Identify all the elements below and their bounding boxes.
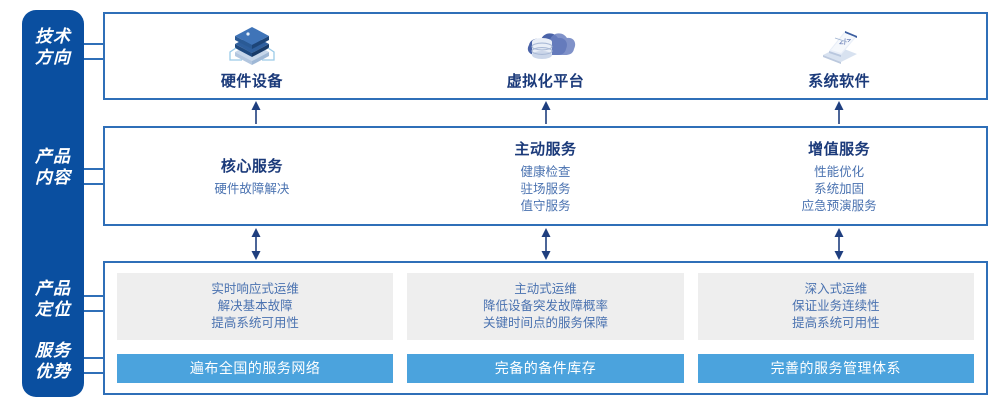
rail-label-line: 技术 xyxy=(35,27,71,46)
arrow-bidirectional-positioning-2 xyxy=(541,228,551,260)
positioning-card-line: 提高系统可用性 xyxy=(211,315,299,330)
server-stack-icon xyxy=(222,22,282,68)
positioning-card-line: 关键时间点的服务保障 xyxy=(482,315,608,330)
arrow-bidirectional-positioning-3 xyxy=(834,228,844,260)
positioning-card-line: 实时响应式运维 xyxy=(211,281,299,296)
content-column-item: 值守服务 xyxy=(520,198,571,213)
rail-label-line: 定位 xyxy=(35,300,71,319)
content-column-item: 健康检查 xyxy=(520,164,571,179)
content-column-proactive-service[interactable]: 主动服务 健康检查 驻场服务 值守服务 xyxy=(399,128,693,224)
tech-item-hardware[interactable]: 硬件设备 xyxy=(105,14,399,98)
content-column-core-service[interactable]: 核心服务 硬件故障解决 xyxy=(105,128,399,224)
connector-line xyxy=(84,58,105,60)
arrow-up-virtualization xyxy=(541,101,551,124)
arrow-up-system-software xyxy=(834,101,844,124)
content-column-item: 性能优化 xyxy=(814,164,865,179)
connector-line xyxy=(84,43,105,45)
connector-line xyxy=(84,183,105,185)
content-column-item: 系统加固 xyxy=(814,181,865,196)
content-column-title: 增值服务 xyxy=(808,140,871,158)
positioning-card-proactive[interactable]: 主动式运维 降低设备突发故障概率 关键时间点的服务保障 xyxy=(407,273,684,340)
product-content-row: 核心服务 硬件故障解决 主动服务 健康检查 驻场服务 值守服务 增值服务 性能优… xyxy=(105,128,986,224)
connector-line xyxy=(84,168,105,170)
positioning-advantage-panel: 实时响应式运维 解决基本故障 提高系统可用性 主动式运维 降低设备突发故障概率 … xyxy=(103,261,988,395)
rail-label-service-advantage: 服务 优势 xyxy=(22,340,84,382)
rail-label-tech-direction: 技术 方向 xyxy=(22,26,84,68)
positioning-card-line: 降低设备突发故障概率 xyxy=(482,298,608,313)
tech-item-label: 系统软件 xyxy=(808,72,871,90)
connector-line xyxy=(84,295,105,297)
content-column-value-added-service[interactable]: 增值服务 性能优化 系统加固 应急预演服务 xyxy=(692,128,986,224)
content-column-item: 应急预演服务 xyxy=(801,198,877,213)
laptop-code-icon: </> xyxy=(809,22,869,68)
connector-line xyxy=(84,357,105,359)
positioning-card-line: 保证业务连续性 xyxy=(792,298,880,313)
positioning-card-line: 解决基本故障 xyxy=(217,298,293,313)
content-column-title: 主动服务 xyxy=(514,140,577,158)
connector-line xyxy=(84,372,105,374)
content-column-title: 核心服务 xyxy=(220,157,283,175)
rail-label-line: 优势 xyxy=(35,362,71,381)
rail-label-product-positioning: 产品 定位 xyxy=(22,278,84,320)
tech-item-label: 硬件设备 xyxy=(220,72,283,90)
advantage-card-service-network[interactable]: 遍布全国的服务网络 xyxy=(117,353,394,383)
left-rail xyxy=(22,10,84,397)
rail-label-product-content: 产品 内容 xyxy=(22,146,84,188)
tech-item-virtualization[interactable]: 虚拟化平台 xyxy=(399,14,693,98)
advantage-card-management-system[interactable]: 完善的服务管理体系 xyxy=(697,353,974,383)
rail-label-line: 产品 xyxy=(35,279,71,298)
positioning-card-indepth[interactable]: 深入式运维 保证业务连续性 提高系统可用性 xyxy=(697,273,974,340)
rail-label-line: 产品 xyxy=(35,147,71,166)
tech-item-label: 虚拟化平台 xyxy=(506,72,585,90)
arrow-up-hardware xyxy=(251,101,261,124)
arrow-bidirectional-positioning-1 xyxy=(251,228,261,260)
rail-label-line: 方向 xyxy=(35,48,71,67)
advantage-card-spare-parts[interactable]: 完备的备件库存 xyxy=(407,353,684,383)
positioning-card-row: 实时响应式运维 解决基本故障 提高系统可用性 主动式运维 降低设备突发故障概率 … xyxy=(117,273,974,340)
connector-line xyxy=(84,310,105,312)
tech-direction-row: 硬件设备 虚拟化平台 xyxy=(105,14,986,98)
rail-label-line: 服务 xyxy=(35,341,71,360)
positioning-card-line: 主动式运维 xyxy=(514,281,577,296)
rail-label-line: 内容 xyxy=(35,168,71,187)
positioning-card-line: 提高系统可用性 xyxy=(792,315,880,330)
content-column-item: 驻场服务 xyxy=(520,181,571,196)
positioning-card-realtime[interactable]: 实时响应式运维 解决基本故障 提高系统可用性 xyxy=(117,273,394,340)
cloud-database-icon xyxy=(516,22,576,68)
positioning-advantage-inner: 实时响应式运维 解决基本故障 提高系统可用性 主动式运维 降低设备突发故障概率 … xyxy=(105,263,986,393)
product-content-panel: 核心服务 硬件故障解决 主动服务 健康检查 驻场服务 值守服务 增值服务 性能优… xyxy=(103,126,988,226)
tech-direction-panel: 硬件设备 虚拟化平台 xyxy=(103,12,988,100)
positioning-card-line: 深入式运维 xyxy=(804,281,868,296)
tech-item-system-software[interactable]: </> 系统软件 xyxy=(692,14,986,98)
advantage-card-row: 遍布全国的服务网络 完备的备件库存 完善的服务管理体系 xyxy=(117,353,974,383)
content-column-item: 硬件故障解决 xyxy=(214,181,290,196)
